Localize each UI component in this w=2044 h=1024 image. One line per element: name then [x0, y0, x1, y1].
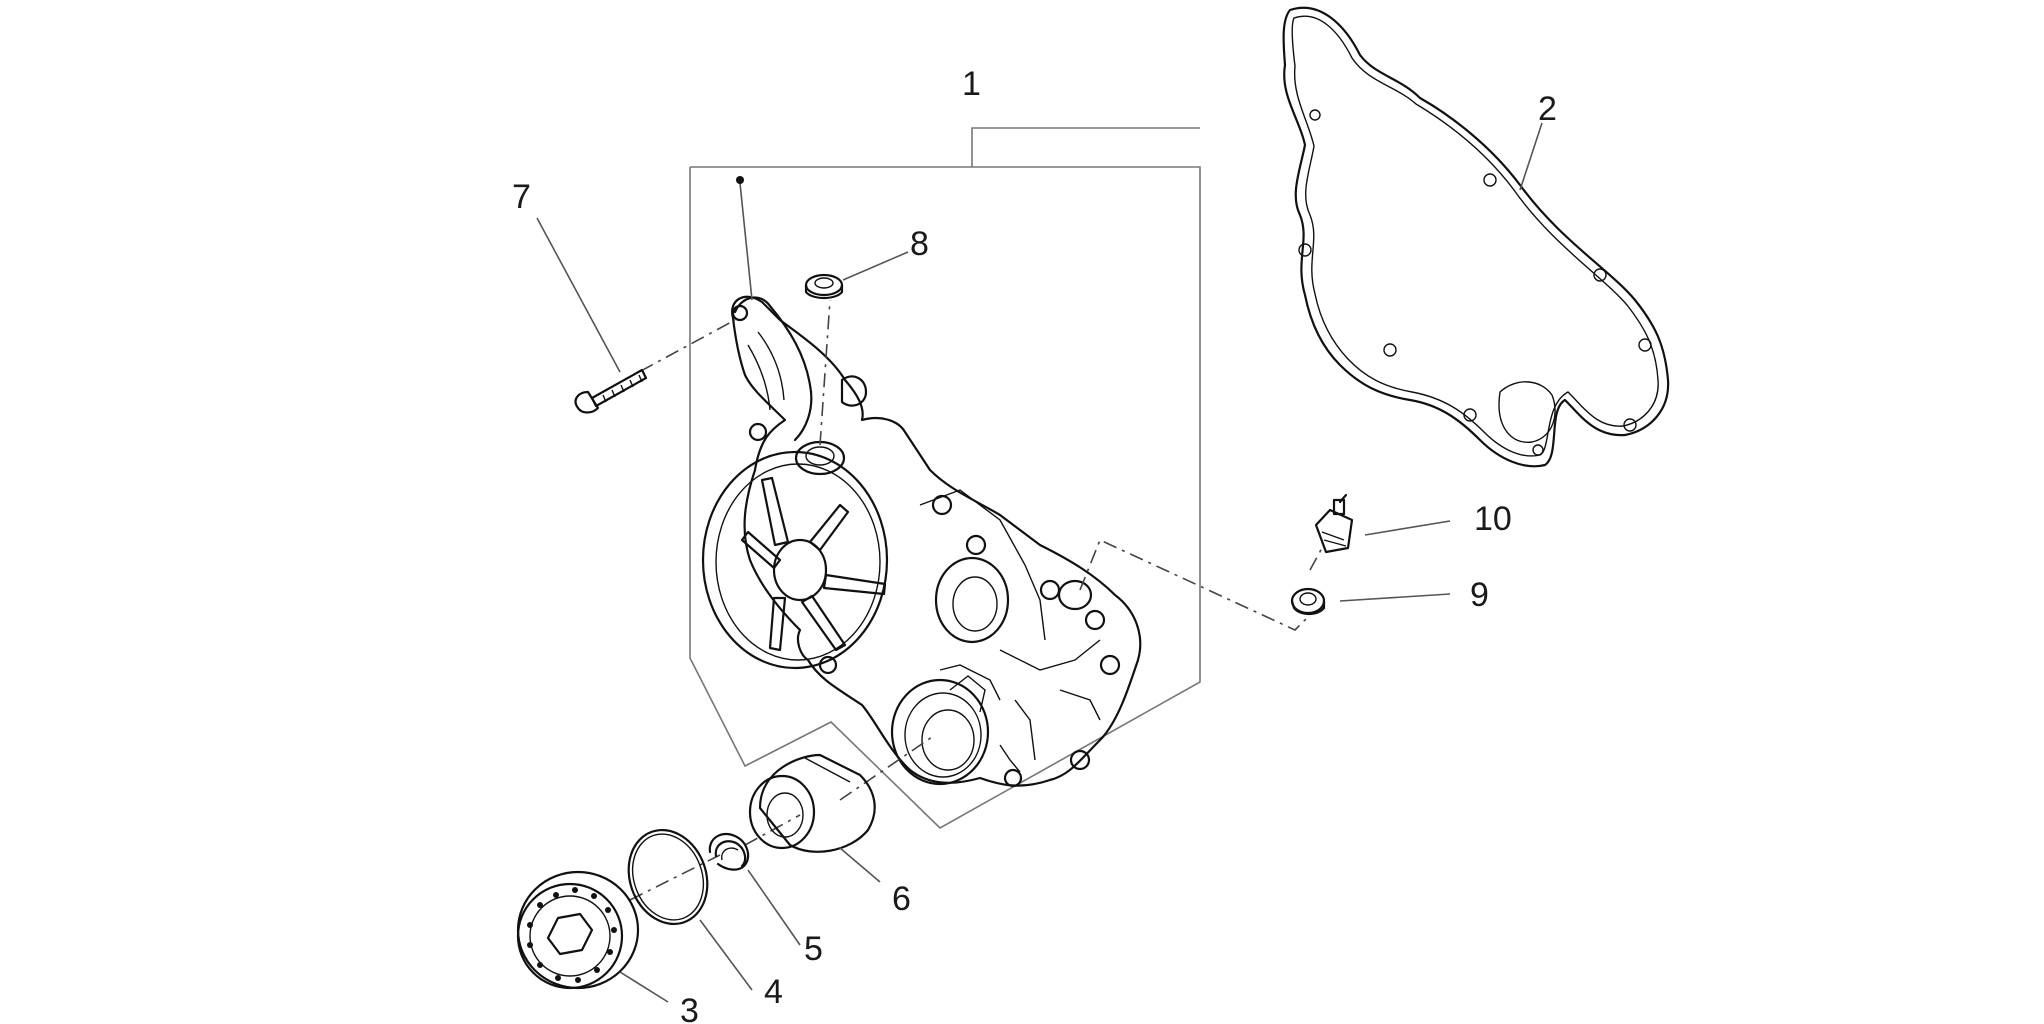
callout-2: 2 [1538, 90, 1557, 128]
filter-spring[interactable] [708, 832, 750, 871]
o-ring[interactable] [616, 819, 720, 935]
callout-6: 6 [892, 880, 911, 918]
assembly-lines [614, 299, 1323, 901]
callout-1: 1 [962, 65, 981, 103]
bolt[interactable] [574, 368, 648, 414]
filter-cap[interactable] [516, 870, 640, 990]
gasket[interactable] [1282, 6, 1670, 468]
callout-8: 8 [910, 225, 929, 263]
callout-labels: 1 2 3 4 5 6 7 8 9 10 [512, 65, 1557, 1024]
callout-9: 9 [1470, 576, 1489, 614]
engine-cover[interactable] [701, 295, 1142, 788]
callout-3: 3 [680, 992, 699, 1024]
seal-ring[interactable] [804, 273, 844, 300]
oil-filter[interactable] [748, 753, 876, 853]
callout-5: 5 [804, 930, 823, 968]
temperature-sensor[interactable] [1314, 493, 1354, 554]
assembly-bracket [689, 127, 1201, 829]
leader-lines [536, 122, 1543, 1003]
washer[interactable] [1290, 587, 1326, 616]
callout-4: 4 [764, 973, 783, 1011]
callout-10: 10 [1474, 500, 1512, 538]
callout-7: 7 [512, 178, 531, 216]
